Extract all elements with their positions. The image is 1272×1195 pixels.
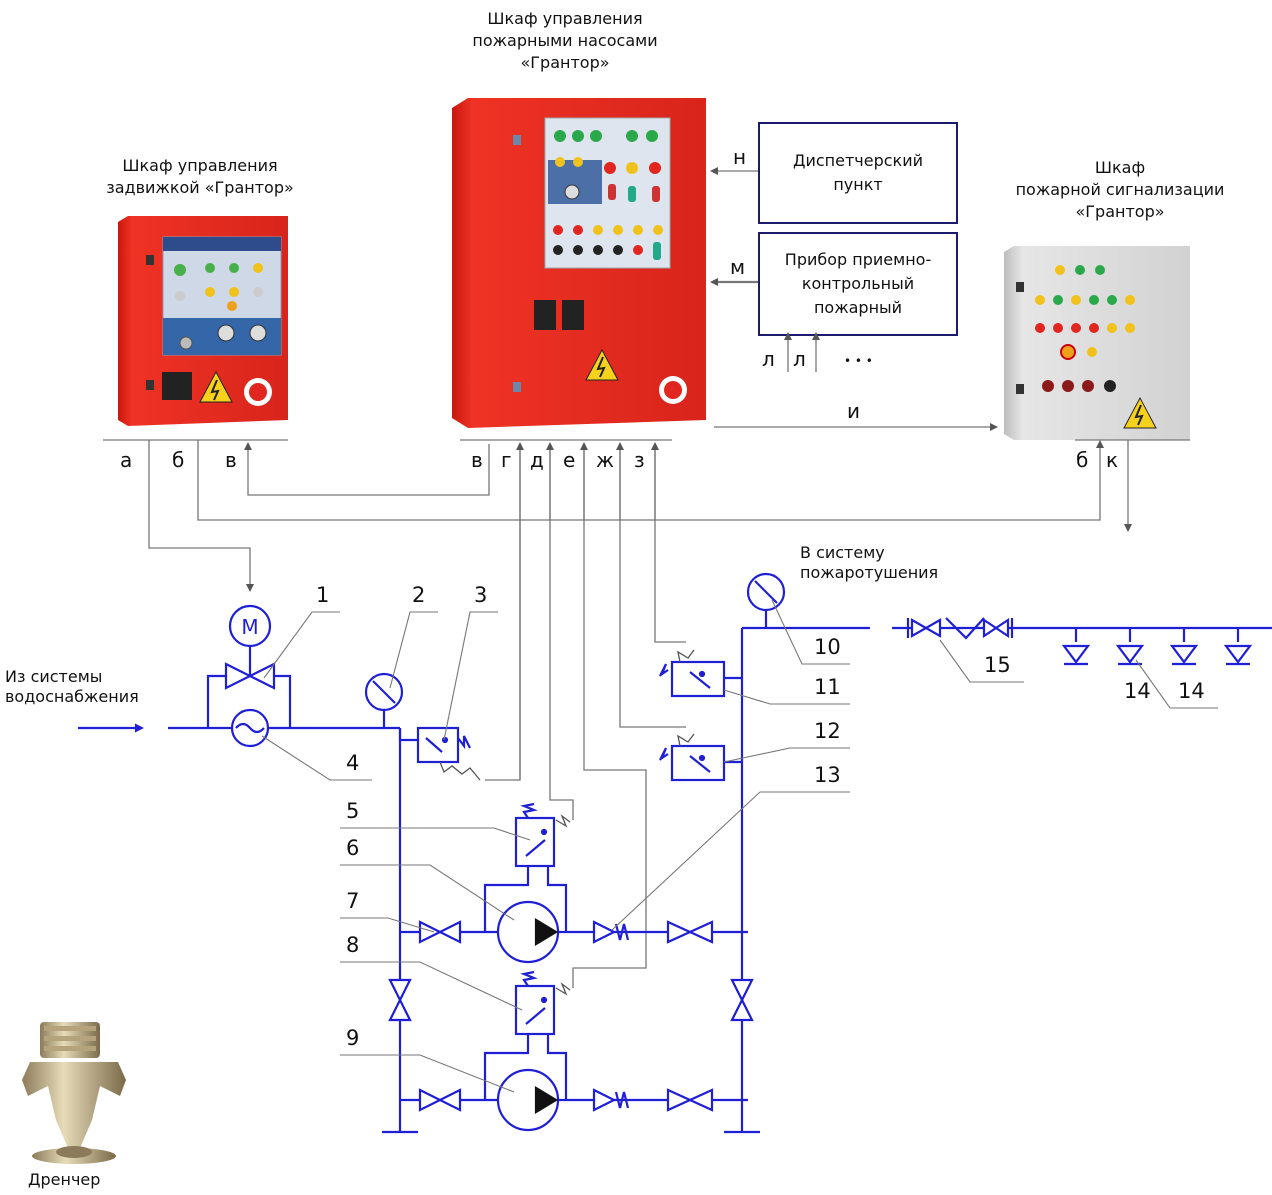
check-valve-icon [592,920,630,944]
pressure-gauge-icon [364,672,404,712]
sprinkler-icon [1169,644,1199,666]
motor-icon: M [228,604,272,676]
signal-label-v: в [225,448,237,472]
callout-11: 11 [814,675,841,699]
high-voltage-icon [585,348,619,381]
signal-label-l: л [762,347,775,371]
pump-icon [496,900,560,964]
drencher-caption: Дренчер [28,1170,101,1189]
drencher-photo [22,1022,126,1164]
signal-label-l: л [793,347,806,371]
signal-label-b: б [1076,448,1089,472]
pressure-switch-icon [659,649,726,698]
pump-icon [496,1068,560,1132]
callout-14: 14 [1178,679,1205,703]
callout-1: 1 [316,583,330,607]
valve-icon [906,617,1014,640]
valve-icon [418,920,462,944]
sprinkler-icon [1115,644,1145,666]
valve-icon [666,920,714,944]
callout-7: 7 [346,889,360,913]
callout-10: 10 [814,635,841,659]
flow-meter-icon [230,708,270,748]
signal-label-n: н [733,145,747,169]
pump-control-cabinet [452,98,706,428]
pressure-switch-icon [659,733,726,782]
callout-9: 9 [346,1026,360,1050]
signal-label-m: м [730,255,746,279]
alarm-cabinet-caption: Шкаф пожарной сигнализации «Грантор» [1015,158,1225,221]
signal-label-v: в [471,448,483,472]
callout-leaders [261,599,1218,1093]
signal-label-b: б [172,448,185,472]
callout-4: 4 [346,751,360,775]
callout-13: 13 [814,763,841,787]
high-voltage-icon [199,370,233,403]
indicator-lamp [174,264,186,276]
callout-15: 15 [984,653,1011,677]
valve-icon [418,1088,462,1112]
valve-control-cabinet [118,216,288,426]
caption-line: «Грантор» [520,53,610,72]
pressure-switch-icon [514,802,571,868]
callout-12: 12 [814,719,841,743]
svg-text:M: M [241,615,258,639]
signal-label-z: з [634,448,645,472]
caption-line: Шкаф управления [487,9,643,28]
check-valve-icon [592,1088,630,1112]
valve-cabinet-caption: Шкаф управления задвижкой «Грантор» [106,156,294,197]
callout-8: 8 [346,933,360,957]
signal-label-zh: ж [596,448,615,472]
sprinkler-icon [1061,644,1091,666]
callout-6: 6 [346,836,360,860]
signal-label-a: а [120,448,133,472]
water-supply-caption: Из системы водоснабжения [5,667,139,706]
callout-3: 3 [474,583,488,607]
signal-label-g: г [501,448,512,472]
high-voltage-icon [1123,396,1157,429]
valve-icon [388,978,412,1022]
to-system-caption: В систему пожаротушения [800,543,939,582]
pressure-switch-icon [416,726,481,781]
callout-14: 14 [1124,679,1151,703]
valve-icon [730,978,754,1022]
motorized-valve-icon [224,662,276,690]
fire-alarm-cabinet [1004,246,1190,440]
signal-lines [103,167,1190,988]
pressure-gauge-icon [746,572,786,612]
pressure-switch-icon [514,970,571,1036]
caption-line: пожарными насосами [472,31,658,50]
signal-label-k: к [1106,448,1119,472]
signal-label-e: е [563,448,576,472]
sprinkler-icon [1223,644,1253,666]
ellipsis: • • • [844,354,873,368]
signal-label-i: и [847,399,860,423]
valve-icon [666,1088,714,1112]
pump-cabinet-caption: Шкаф управления пожарными насосами «Гран… [440,8,690,74]
callout-2: 2 [412,583,426,607]
callout-5: 5 [346,799,360,823]
signal-label-d: д [530,448,544,472]
